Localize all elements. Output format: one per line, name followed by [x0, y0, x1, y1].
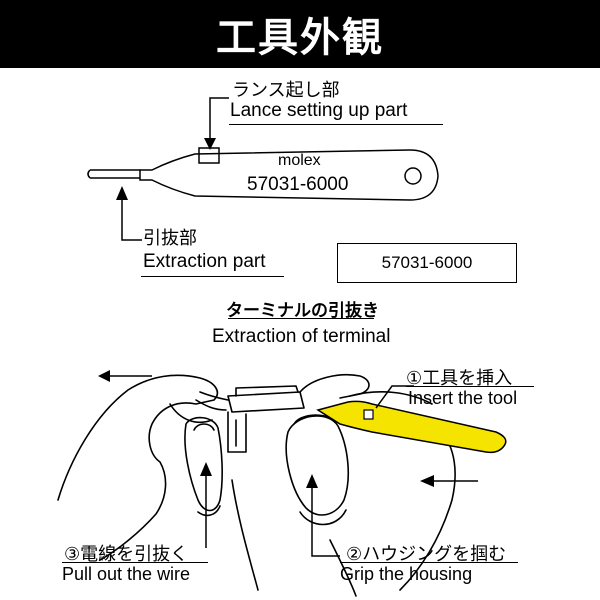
section-title-en: Extraction of terminal	[212, 326, 391, 347]
lance-label-jp: ランス起し部	[232, 80, 340, 101]
left-hand	[57, 374, 219, 561]
step2-label-en: Grip the housing	[340, 564, 473, 584]
extraction-arrowhead	[116, 186, 128, 200]
right-finger	[299, 373, 370, 399]
part-number-box-text: 57031-6000	[381, 253, 473, 272]
tool-body	[139, 149, 439, 201]
lance-leader	[209, 97, 229, 140]
step3-underline	[62, 562, 208, 563]
extraction-label-jp: 引抜部	[143, 228, 197, 249]
lance-window	[198, 147, 220, 164]
connector-housing	[227, 391, 305, 413]
extraction-label-en: Extraction part	[143, 251, 266, 272]
section-title-underline	[228, 318, 374, 319]
step3-label-en: Pull out the wire	[62, 564, 191, 584]
yellow-tool-window	[363, 409, 374, 420]
step3-label-jp: ③電線を引抜く	[64, 544, 189, 565]
step2-label-jp: ②ハウジングを掴む	[346, 544, 507, 565]
lance-arrowhead	[204, 138, 216, 150]
tool-part-number: 57031-6000	[247, 174, 349, 195]
extraction-underline	[141, 276, 284, 277]
title-bar: 工具外観	[0, 0, 600, 68]
wire	[195, 399, 227, 411]
extraction-leader	[121, 198, 142, 241]
left-thumb	[184, 416, 223, 512]
part-number-box: 57031-6000	[337, 243, 517, 283]
step1-label-jp: ①工具を挿入	[406, 368, 513, 389]
lance-underline	[229, 124, 443, 125]
right-thumb	[285, 415, 350, 516]
step2-underline	[340, 562, 518, 563]
hanging-hole	[404, 167, 422, 185]
page-title: 工具外観	[216, 15, 384, 61]
step1-underline	[406, 386, 534, 387]
lance-label-en: Lance setting up part	[230, 100, 408, 121]
step1-label-en: Insert the tool	[408, 388, 518, 408]
section-title-jp: ターミナルの引抜き	[226, 301, 379, 320]
extraction-tool-drawing	[87, 147, 439, 201]
extraction-tip	[87, 169, 140, 179]
tool-brand: molex	[278, 152, 321, 169]
